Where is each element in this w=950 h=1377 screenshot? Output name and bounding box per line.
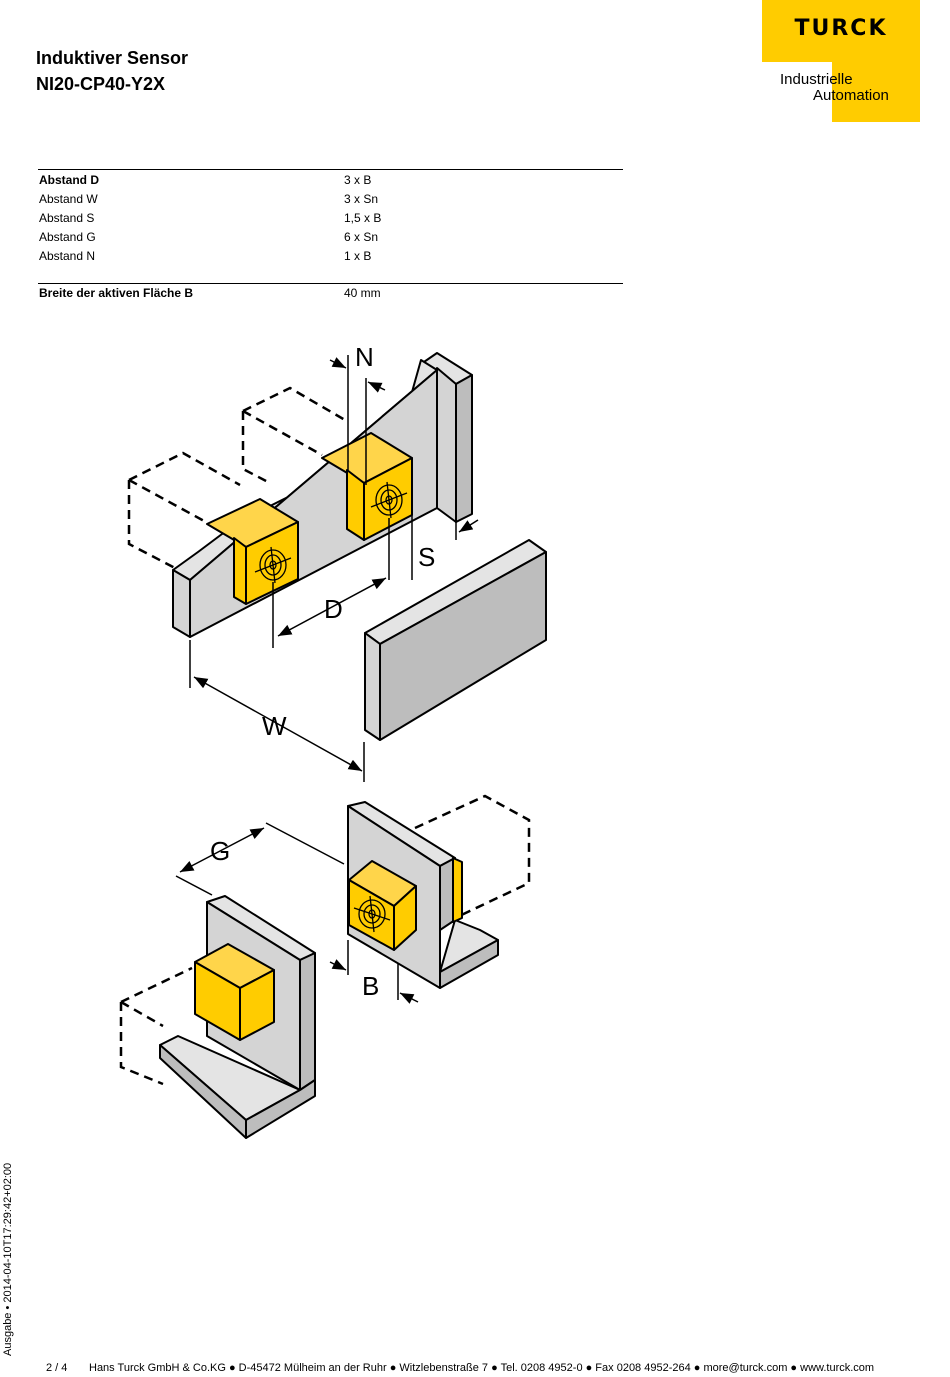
label-n: N	[355, 342, 374, 372]
mounting-diagram: N S D W G B	[119, 342, 547, 1139]
spec-value: 3 x Sn	[344, 192, 379, 206]
spec-label: Abstand D	[39, 173, 99, 187]
spec-label: Abstand N	[39, 249, 96, 263]
spec-row: Abstand W 3 x Sn	[38, 190, 623, 209]
spec-value: 1 x B	[344, 249, 372, 263]
footer-address: Hans Turck GmbH & Co.KG ● D-45472 Mülhei…	[89, 1362, 875, 1374]
spec-value: 40 mm	[344, 286, 381, 300]
page-number: 2 / 4	[46, 1362, 68, 1374]
sensor-zone-outlines	[119, 386, 531, 1086]
label-s: S	[418, 542, 435, 572]
spec-value: 6 x Sn	[344, 230, 379, 244]
page-title: Induktiver Sensor	[36, 48, 189, 68]
spec-label: Abstand G	[39, 230, 96, 244]
sensor-bracket-right	[348, 860, 417, 951]
spec-row: Abstand G 6 x Sn	[38, 228, 623, 247]
sensor-bracket-left	[194, 943, 275, 1041]
brand-tagline-1: Industrielle	[780, 71, 853, 88]
spec-row: Breite der aktiven Fläche B 40 mm	[38, 284, 623, 303]
dimension-lines	[175, 355, 479, 1004]
edition-timestamp: Ausgabe • 2014-04-10T17:29:42+02:00	[2, 1162, 14, 1356]
spec-label: Abstand S	[39, 211, 95, 225]
spec-row: Abstand D 3 x B	[38, 171, 623, 190]
active-face-table: Breite der aktiven Fläche B 40 mm	[38, 283, 623, 303]
label-b: B	[362, 971, 379, 1001]
reference-plate	[364, 539, 547, 741]
label-w: W	[262, 711, 287, 741]
distance-table: Abstand D 3 x B Abstand W 3 x Sn Abstand…	[38, 169, 623, 266]
brand-name: TURCK	[794, 16, 888, 41]
spec-label: Abstand W	[39, 192, 98, 206]
spec-row: Abstand S 1,5 x B	[38, 209, 623, 228]
product-code: NI20-CP40-Y2X	[36, 74, 166, 94]
spec-value: 3 x B	[344, 173, 372, 187]
spec-value: 1,5 x B	[344, 211, 382, 225]
label-d: D	[324, 594, 343, 624]
spec-row: Abstand N 1 x B	[38, 247, 623, 266]
brand-band	[832, 62, 920, 122]
sensor-right	[321, 432, 413, 541]
brand-logo: TURCK	[762, 0, 920, 62]
label-g: G	[210, 836, 230, 866]
brand-tagline-2: Automation	[813, 87, 889, 104]
spec-label: Breite der aktiven Fläche B	[39, 286, 194, 300]
dimension-labels: N S D W G B	[210, 342, 435, 1001]
